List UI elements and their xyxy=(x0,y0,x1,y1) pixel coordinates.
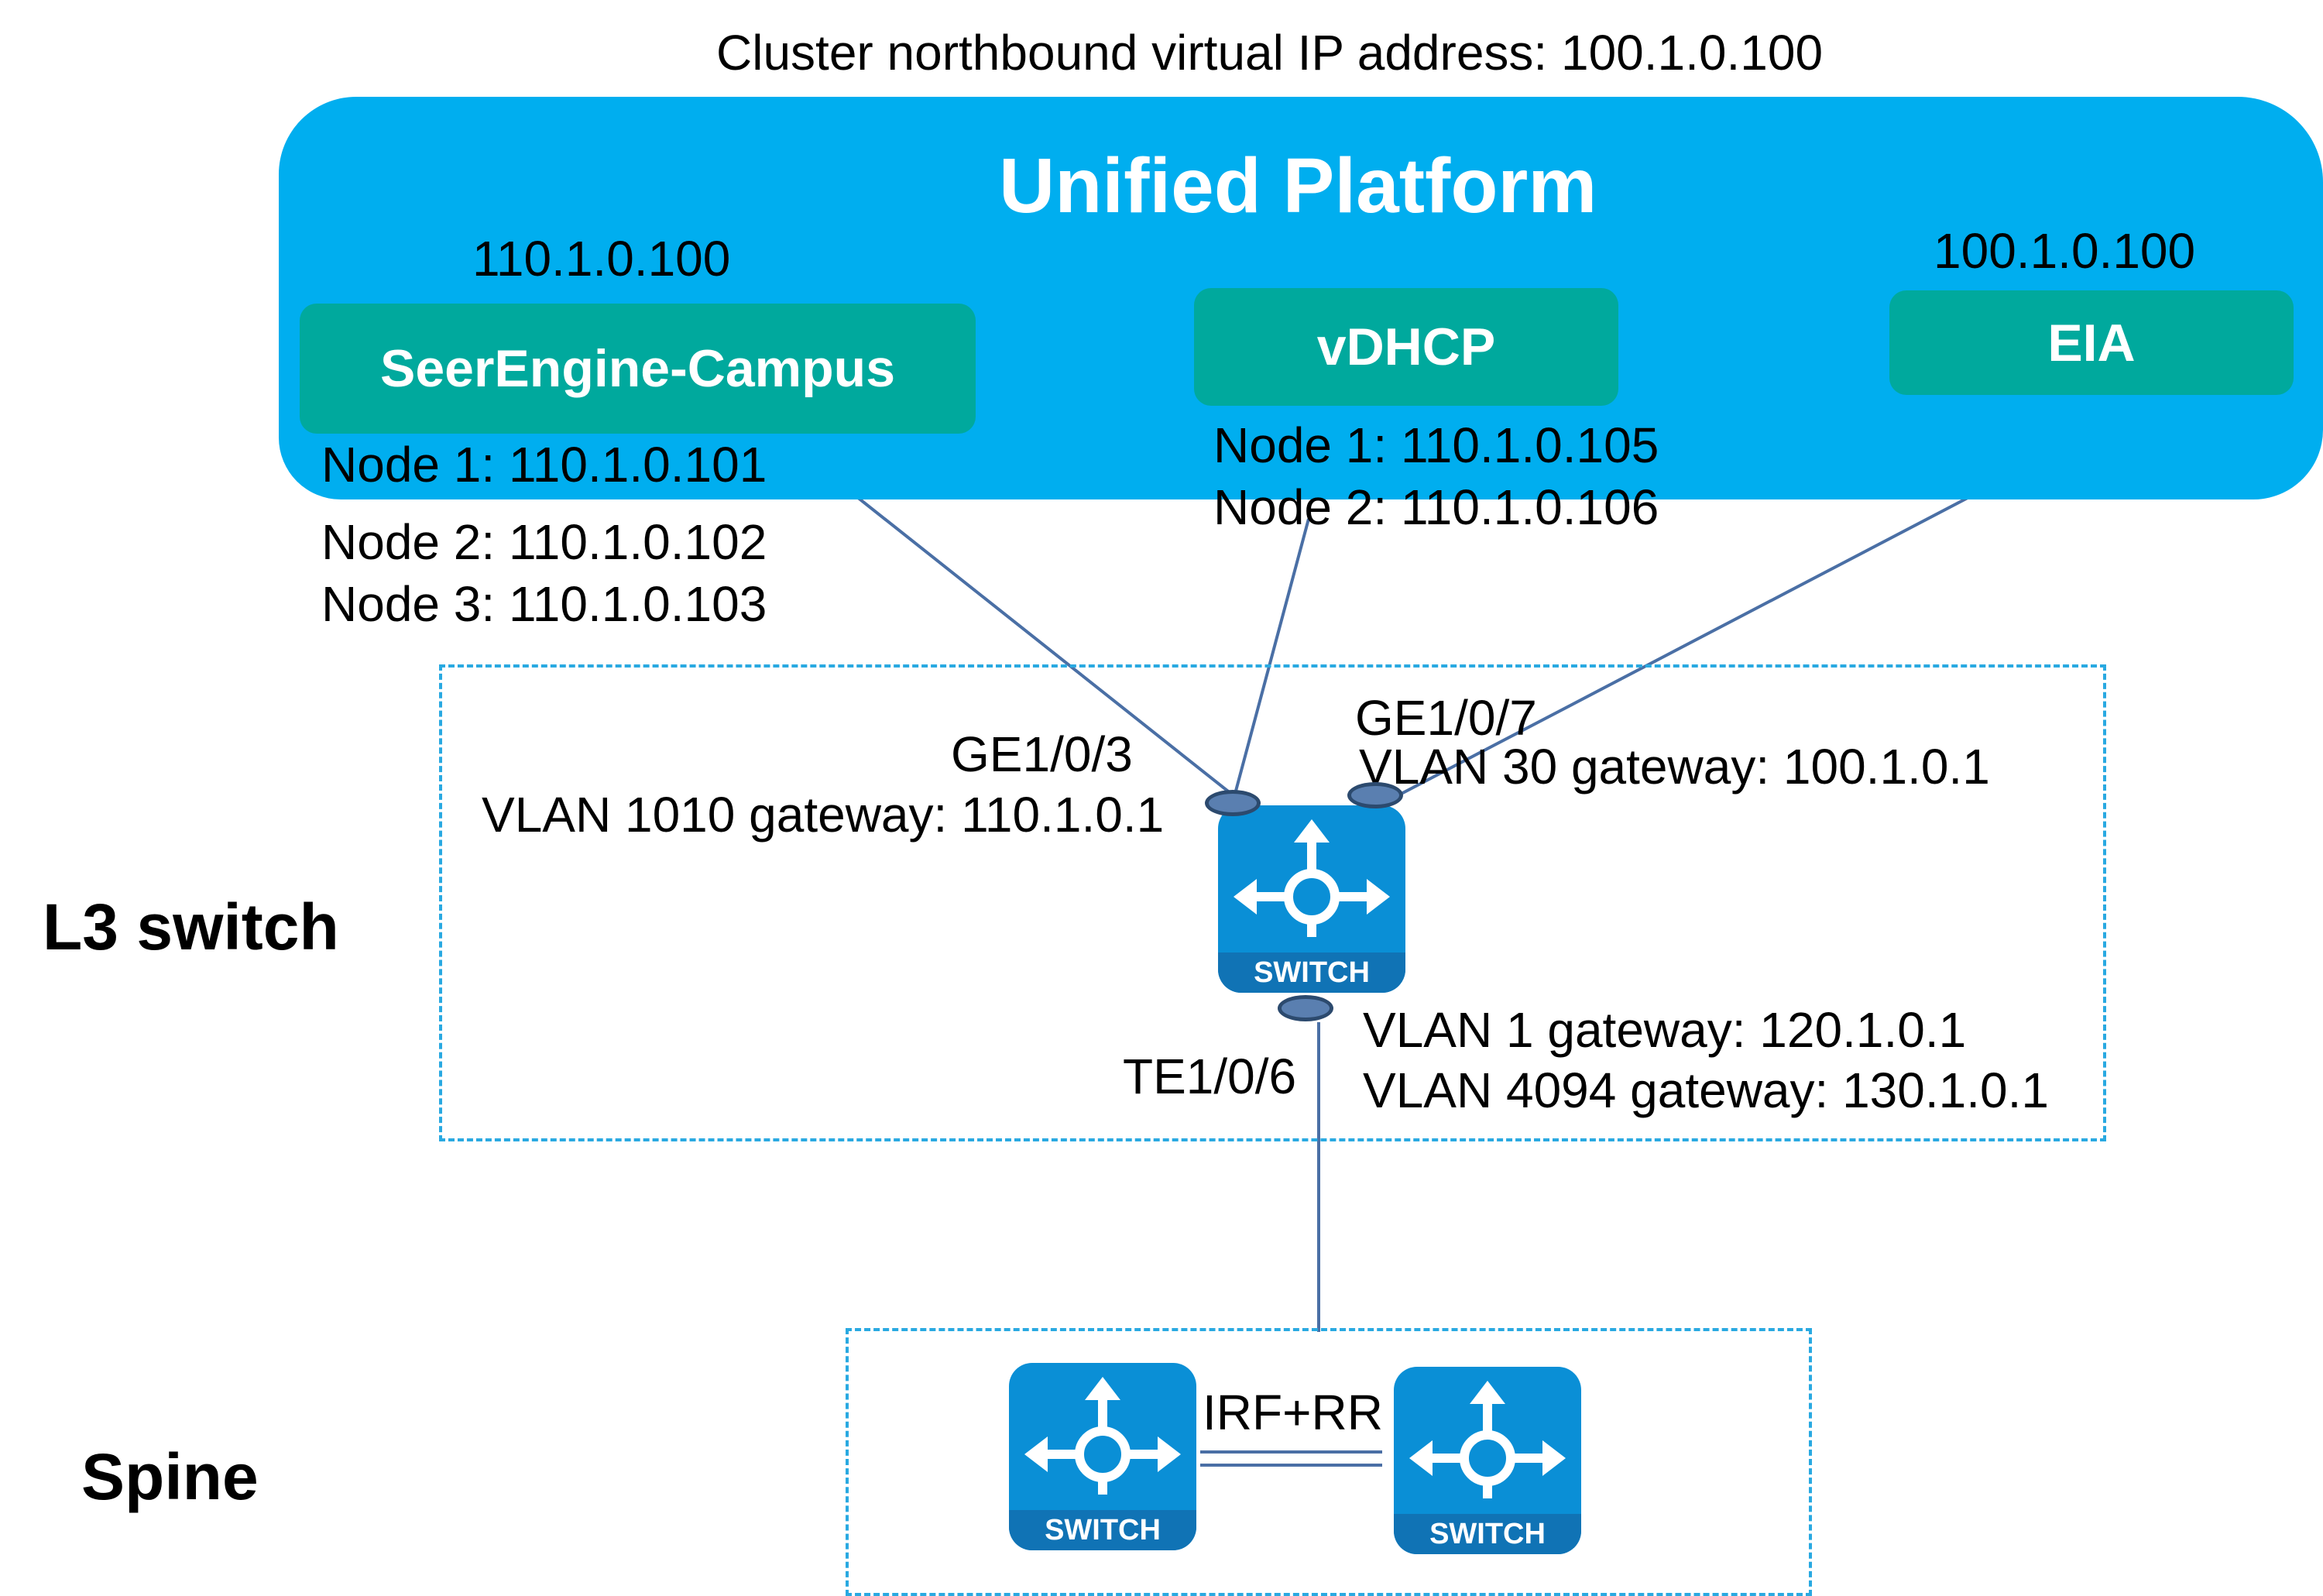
spine-switch-1-text: SWITCH xyxy=(1009,1510,1196,1550)
spine-switch-2[interactable]: SWITCH xyxy=(1394,1367,1581,1554)
router-arrows-icon xyxy=(1234,819,1390,937)
seerengine-vip: 110.1.0.100 xyxy=(472,231,731,287)
platform-title: Unified Platform xyxy=(999,142,1597,229)
spine-switch-2-text: SWITCH xyxy=(1394,1514,1581,1554)
port-ge107-label: GE1/0/7 xyxy=(1355,690,1537,746)
vlan30-gateway: VLAN 30 gateway: 100.1.0.1 xyxy=(1359,739,1990,795)
eia-vip: 100.1.0.100 xyxy=(1934,223,2196,279)
link-vdhcp-to-switch xyxy=(1234,518,1310,795)
l3-switch-text: SWITCH xyxy=(1218,952,1405,993)
router-arrows-icon xyxy=(1409,1381,1566,1498)
seerengine-node-2: Node 2: 110.1.0.102 xyxy=(321,514,767,570)
vlan1010-gateway: VLAN 1010 gateway: 110.1.0.1 xyxy=(482,787,1165,843)
module-seerengine-campus-label: SeerEngine-Campus xyxy=(379,339,896,398)
spine-label: Spine xyxy=(81,1440,259,1513)
module-eia-label: EIA xyxy=(2047,313,2136,372)
vdhcp-node-1: Node 1: 110.1.0.105 xyxy=(1213,417,1659,473)
spine-switch-1[interactable]: SWITCH xyxy=(1009,1363,1196,1550)
module-vdhcp[interactable]: vDHCP xyxy=(1194,288,1618,406)
vdhcp-node-2: Node 2: 110.1.0.106 xyxy=(1213,479,1659,535)
router-arrows-icon xyxy=(1024,1377,1181,1495)
l3-switch-label: L3 switch xyxy=(43,891,339,963)
module-vdhcp-label: vDHCP xyxy=(1316,317,1496,376)
port-ge107-icon[interactable] xyxy=(1347,782,1403,808)
port-te106-label: TE1/0/6 xyxy=(1123,1049,1297,1104)
module-eia[interactable]: EIA xyxy=(1889,290,2294,395)
l3-switch-area xyxy=(439,664,2106,1141)
port-ge103-icon[interactable] xyxy=(1205,790,1261,816)
port-ge103-label: GE1/0/3 xyxy=(951,726,1133,782)
seerengine-node-1: Node 1: 110.1.0.101 xyxy=(321,437,767,493)
spine-area xyxy=(846,1328,1812,1596)
port-te106-icon[interactable] xyxy=(1278,995,1333,1021)
l3-switch-device[interactable]: SWITCH xyxy=(1218,805,1405,993)
vlan1-gateway: VLAN 1 gateway: 120.1.0.1 xyxy=(1363,1002,1967,1058)
vlan4094-gateway: VLAN 4094 gateway: 130.1.0.1 xyxy=(1363,1062,2049,1118)
cluster-vip-label: Cluster northbound virtual IP address: 1… xyxy=(716,25,1824,81)
seerengine-node-3: Node 3: 110.1.0.103 xyxy=(321,576,767,632)
irf-rr-label: IRF+RR xyxy=(1203,1385,1383,1440)
module-seerengine-campus[interactable]: SeerEngine-Campus xyxy=(300,304,976,434)
